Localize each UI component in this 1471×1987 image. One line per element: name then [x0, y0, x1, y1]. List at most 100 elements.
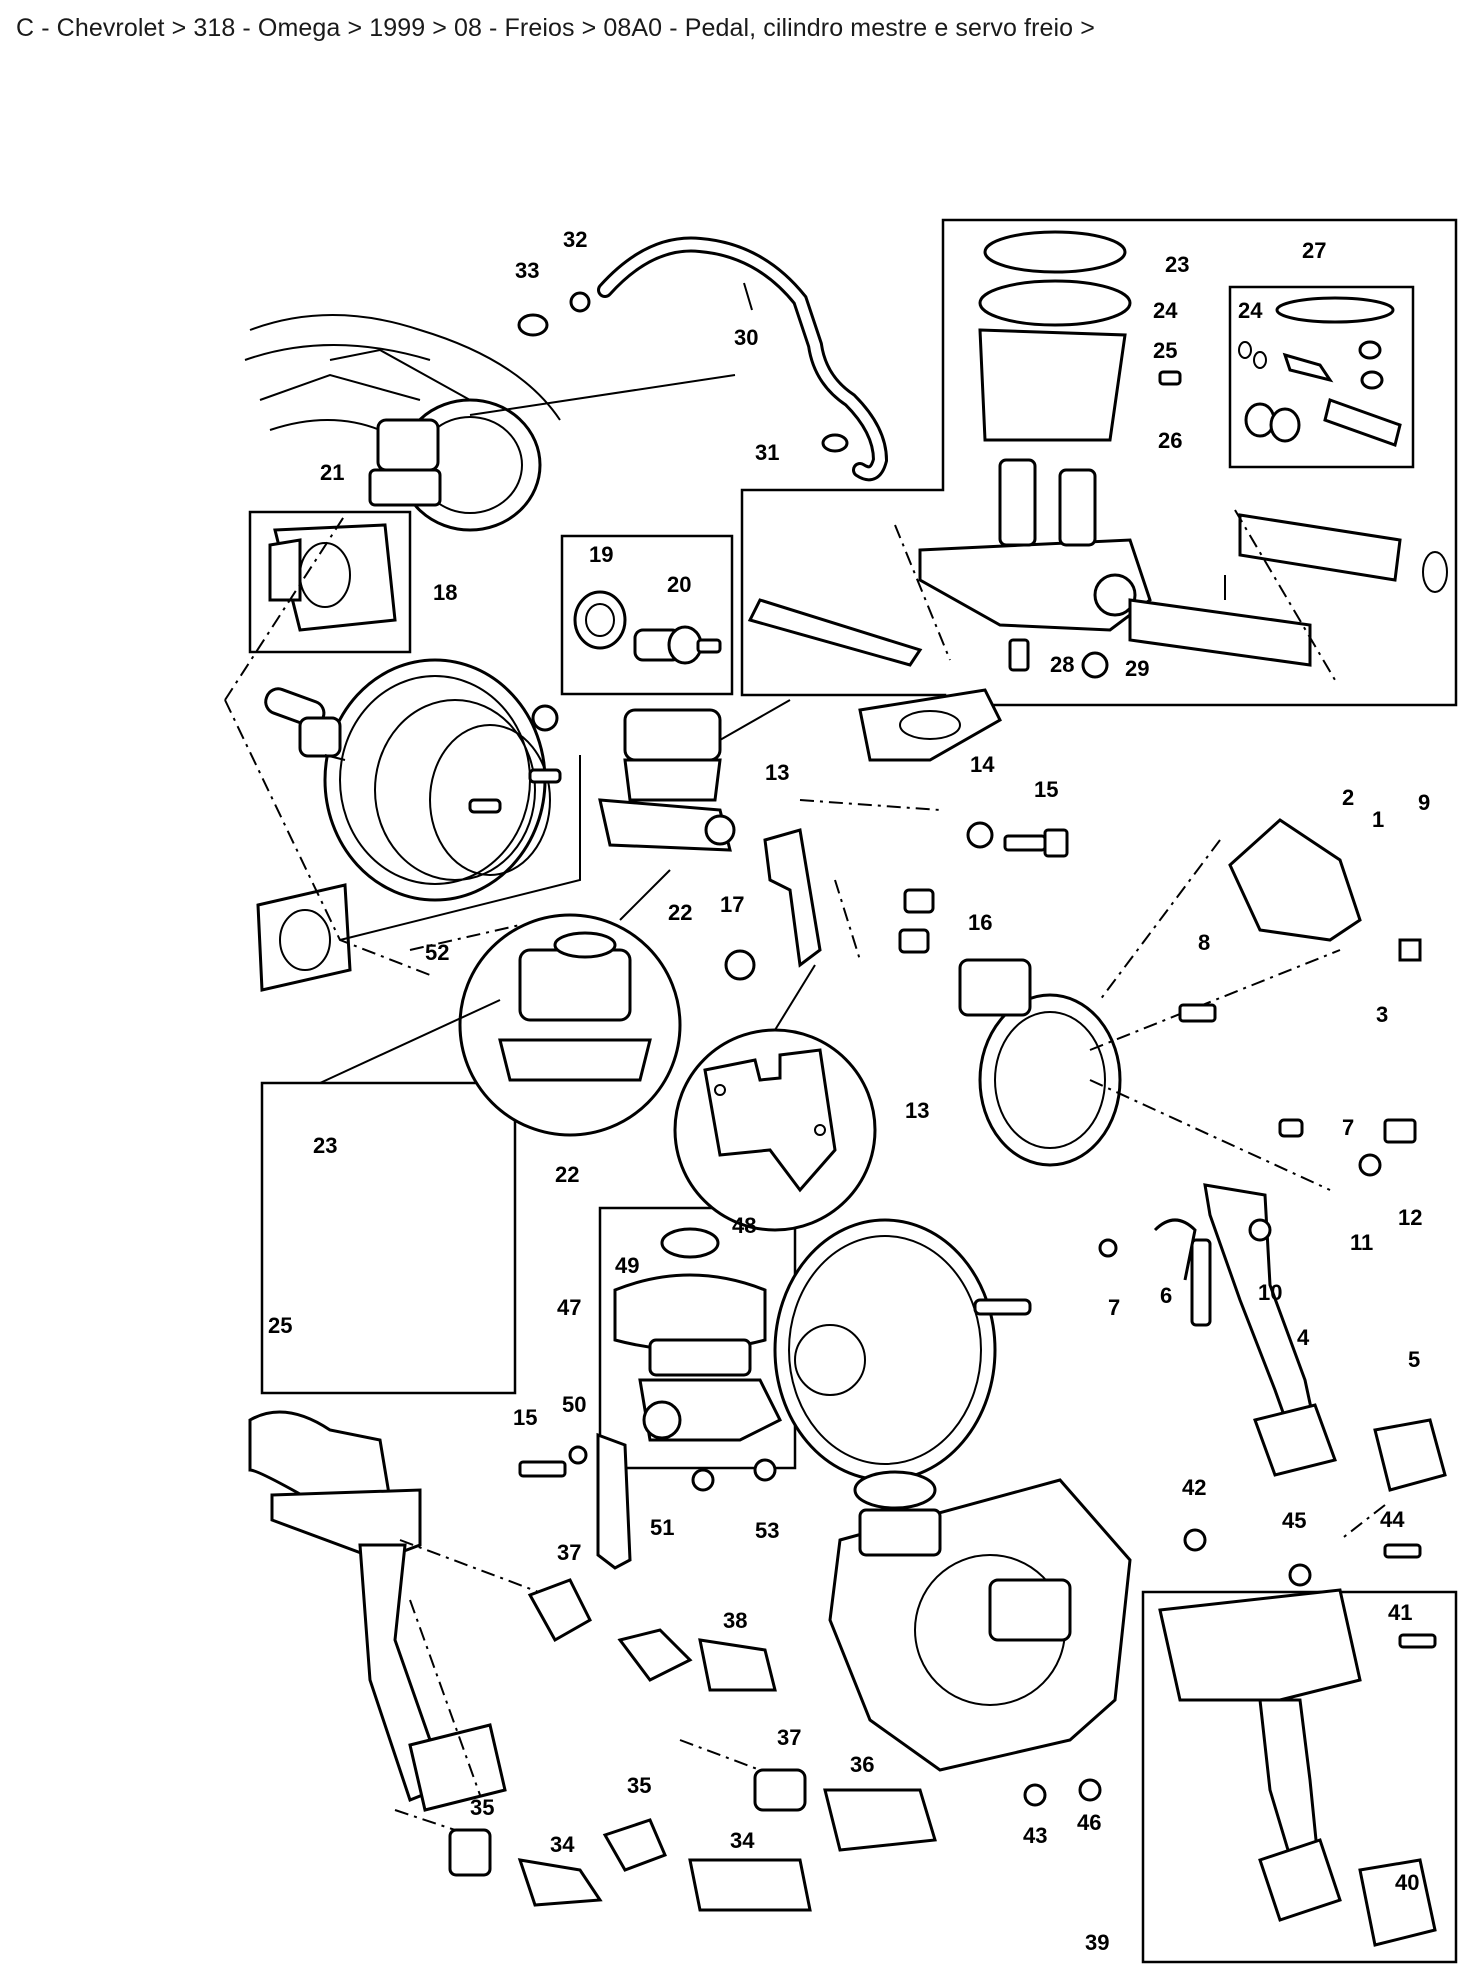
breadcrumb-separator: > [581, 14, 597, 42]
pedal-assembly-39-detail-frame [1141, 1590, 1458, 1964]
reservoir-25-detail-frame [260, 1081, 517, 1395]
breadcrumb-group[interactable]: 08 - Freios [454, 14, 575, 42]
part-number-34[interactable]: 34 [730, 1828, 755, 1853]
part-number-28[interactable]: 28 [1050, 652, 1074, 677]
leader-dash [224, 514, 346, 701]
clutch-pedal-assembly-39 [1023, 1528, 1437, 1947]
part-number-50[interactable]: 50 [562, 1392, 586, 1417]
bracket-zoom-13 [673, 1028, 877, 1232]
part-number-53[interactable]: 53 [755, 1518, 779, 1543]
part-number-52[interactable]: 52 [425, 940, 449, 965]
engine-bay-illustration [244, 314, 736, 532]
breadcrumb-separator: > [1080, 14, 1095, 42]
part-number-26[interactable]: 26 [1158, 428, 1182, 453]
part-number-15[interactable]: 15 [513, 1405, 537, 1430]
leader-dash [409, 924, 521, 951]
part-number-29[interactable]: 29 [1125, 656, 1149, 681]
breadcrumb-brand[interactable]: C - Chevrolet [16, 14, 165, 42]
part-number-7[interactable]: 7 [1108, 1295, 1120, 1320]
seal-kit-27 [1238, 296, 1402, 447]
part-number-27[interactable]: 27 [1302, 238, 1326, 263]
part-number-36[interactable]: 36 [850, 1752, 874, 1777]
leader-dash [1339, 1504, 1386, 1541]
breadcrumb-subgroup[interactable]: 08A0 - Pedal, cilindro mestre e servo fr… [603, 14, 1074, 42]
part-number-48[interactable]: 48 [732, 1213, 756, 1238]
booster-pedal-bracket-assembly [958, 818, 1447, 1492]
part-number-32[interactable]: 32 [563, 227, 587, 252]
part-number-1[interactable]: 1 [1372, 807, 1384, 832]
clutch-fasteners-50-53 [518, 1432, 777, 1570]
part-number-22[interactable]: 22 [668, 900, 692, 925]
part-number-7[interactable]: 7 [1342, 1115, 1354, 1140]
part-number-40[interactable]: 40 [1395, 1870, 1419, 1895]
part-number-22[interactable]: 22 [555, 1162, 579, 1187]
gasket-21-detail-frame [248, 510, 412, 654]
brake-booster-18 [264, 658, 562, 902]
part-number-46[interactable]: 46 [1077, 1810, 1101, 1835]
part-number-38[interactable]: 38 [723, 1608, 747, 1633]
part-number-23[interactable]: 23 [313, 1133, 337, 1158]
part-number-8[interactable]: 8 [1198, 930, 1210, 955]
part-number-18[interactable]: 18 [433, 580, 457, 605]
master-cylinder-section-detail [747, 230, 1448, 681]
part-number-45[interactable]: 45 [1282, 1508, 1306, 1533]
part-number-11[interactable]: 11 [1350, 1230, 1373, 1255]
part-number-42[interactable]: 42 [1182, 1475, 1206, 1500]
part-number-3[interactable]: 3 [1376, 1002, 1388, 1027]
switches-34-38 [394, 1578, 937, 1912]
part-number-39[interactable]: 39 [1085, 1930, 1109, 1955]
booster-gasket-21 [268, 523, 397, 632]
part-number-34[interactable]: 34 [550, 1832, 575, 1857]
part-number-23[interactable]: 23 [1165, 252, 1189, 277]
breadcrumb-separator: > [432, 14, 447, 42]
part-number-35[interactable]: 35 [627, 1773, 651, 1798]
breadcrumb-separator: > [347, 14, 363, 42]
fasteners-14-17 [724, 821, 1069, 981]
firewall-plate-assembly [828, 1470, 1132, 1772]
part-number-4[interactable]: 4 [1297, 1325, 1310, 1350]
part-number-9[interactable]: 9 [1418, 790, 1430, 815]
part-number-37[interactable]: 37 [777, 1725, 801, 1750]
part-number-37[interactable]: 37 [557, 1540, 581, 1565]
part-number-2[interactable]: 2 [1342, 785, 1354, 810]
part-number-16[interactable]: 16 [968, 910, 992, 935]
breadcrumb-year[interactable]: 1999 [369, 14, 426, 42]
part-number-21[interactable]: 21 [320, 460, 344, 485]
part-number-30[interactable]: 30 [734, 325, 758, 350]
part-number-5[interactable]: 5 [1408, 1347, 1420, 1372]
part-number-47[interactable]: 47 [557, 1295, 581, 1320]
leader-line [619, 869, 671, 921]
valve-19-20-detail-frame [560, 534, 734, 696]
master-cylinder-47 [613, 1227, 783, 1442]
part-number-25[interactable]: 25 [268, 1313, 292, 1338]
part-number-25[interactable]: 25 [1153, 338, 1177, 363]
booster-gasket-52 [256, 883, 352, 992]
part-number-41[interactable]: 41 [1388, 1600, 1412, 1625]
part-number-33[interactable]: 33 [515, 258, 539, 283]
check-valve-19-20 [573, 590, 722, 665]
part-number-15[interactable]: 15 [1034, 777, 1058, 802]
part-number-24[interactable]: 24 [1238, 298, 1263, 323]
part-number-14[interactable]: 14 [970, 752, 995, 777]
vacuum-hose-30 [517, 236, 889, 482]
part-number-44[interactable]: 44 [1380, 1507, 1405, 1532]
part-number-12[interactable]: 12 [1398, 1205, 1422, 1230]
part-number-31[interactable]: 31 [755, 440, 779, 465]
seal-kit-detail-frame [1228, 285, 1415, 469]
part-number-35[interactable]: 35 [470, 1795, 494, 1820]
part-number-43[interactable]: 43 [1023, 1823, 1047, 1848]
part-number-17[interactable]: 17 [720, 892, 744, 917]
part-number-10[interactable]: 10 [1258, 1280, 1282, 1305]
part-number-19[interactable]: 19 [589, 542, 613, 567]
part-number-24[interactable]: 24 [1153, 298, 1178, 323]
leader-line [339, 755, 581, 941]
part-number-13[interactable]: 13 [765, 760, 789, 785]
part-number-51[interactable]: 51 [650, 1515, 674, 1540]
part-number-13[interactable]: 13 [905, 1098, 929, 1123]
part-number-49[interactable]: 49 [615, 1253, 639, 1278]
breadcrumb: C - Chevrolet > 318 - Omega > 1999 > 08 … [16, 14, 1095, 43]
part-number-6[interactable]: 6 [1160, 1283, 1172, 1308]
breadcrumb-model[interactable]: 318 - Omega [193, 14, 341, 42]
part-number-20[interactable]: 20 [667, 572, 691, 597]
